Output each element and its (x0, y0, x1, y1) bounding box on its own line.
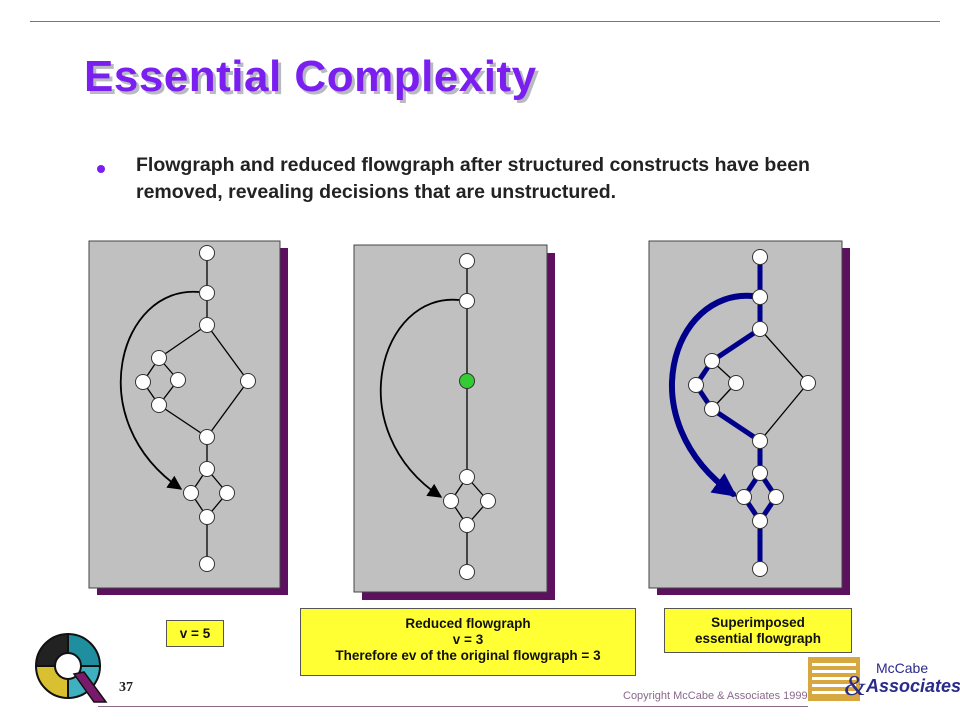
panel-background (648, 240, 843, 589)
node (752, 289, 768, 305)
reduced-flowgraph (353, 244, 555, 600)
node (704, 401, 720, 417)
label-reduced-line-1: Reduced flowgraph (405, 616, 531, 631)
node (480, 493, 496, 509)
node (688, 377, 704, 393)
node (752, 465, 768, 481)
node (199, 317, 215, 333)
node (199, 461, 215, 477)
node (199, 429, 215, 445)
node (768, 489, 784, 505)
label-superimposed: Superimposed essential flowgraph (664, 608, 852, 653)
copyright-text: Copyright McCabe & Associates 1999 (623, 690, 808, 702)
node (199, 509, 215, 525)
node (752, 561, 768, 577)
superimposed-flowgraph (648, 240, 850, 595)
node (170, 372, 186, 388)
node (459, 469, 475, 485)
top-rule (30, 21, 940, 22)
mccabe-logo: & (808, 657, 866, 702)
label-reduced: Reduced flowgraph v = 3 Therefore ev of … (300, 608, 636, 676)
node (752, 249, 768, 265)
slide-title: Essential Complexity (84, 52, 537, 101)
bottom-rule (98, 706, 808, 707)
node (459, 293, 475, 309)
panel-background (88, 240, 281, 589)
label-original-text: v = 5 (179, 626, 211, 641)
label-reduced-line-3: Therefore ev of the original flowgraph =… (335, 648, 601, 663)
highlight-node (459, 373, 475, 389)
node (199, 556, 215, 572)
node (752, 321, 768, 337)
node (219, 485, 235, 501)
node (183, 485, 199, 501)
original-flowgraph (88, 240, 288, 595)
node (459, 517, 475, 533)
node (459, 253, 475, 269)
node (151, 350, 167, 366)
node (704, 353, 720, 369)
label-original: v = 5 (166, 620, 224, 647)
label-superimposed-line-2: essential flowgraph (694, 631, 822, 646)
label-reduced-line-2: v = 3 (452, 632, 484, 647)
node (151, 397, 167, 413)
node (800, 375, 816, 391)
node (728, 375, 744, 391)
q-logo (34, 632, 108, 703)
node (752, 433, 768, 449)
node (199, 285, 215, 301)
node (443, 493, 459, 509)
node (736, 489, 752, 505)
panel-background (353, 244, 548, 593)
node (199, 245, 215, 261)
node (459, 564, 475, 580)
label-superimposed-line-1: Superimposed (711, 615, 805, 630)
svg-text:&: & (844, 671, 866, 702)
node (752, 513, 768, 529)
brand-associates: Associates (866, 676, 960, 696)
bullet-dot (97, 165, 105, 173)
node (135, 374, 151, 390)
node (240, 373, 256, 389)
page-number: 37 (119, 680, 133, 695)
bullet-text: Flowgraph and reduced flowgraph after st… (136, 154, 810, 203)
brand-mccabe: McCabe (876, 660, 929, 676)
